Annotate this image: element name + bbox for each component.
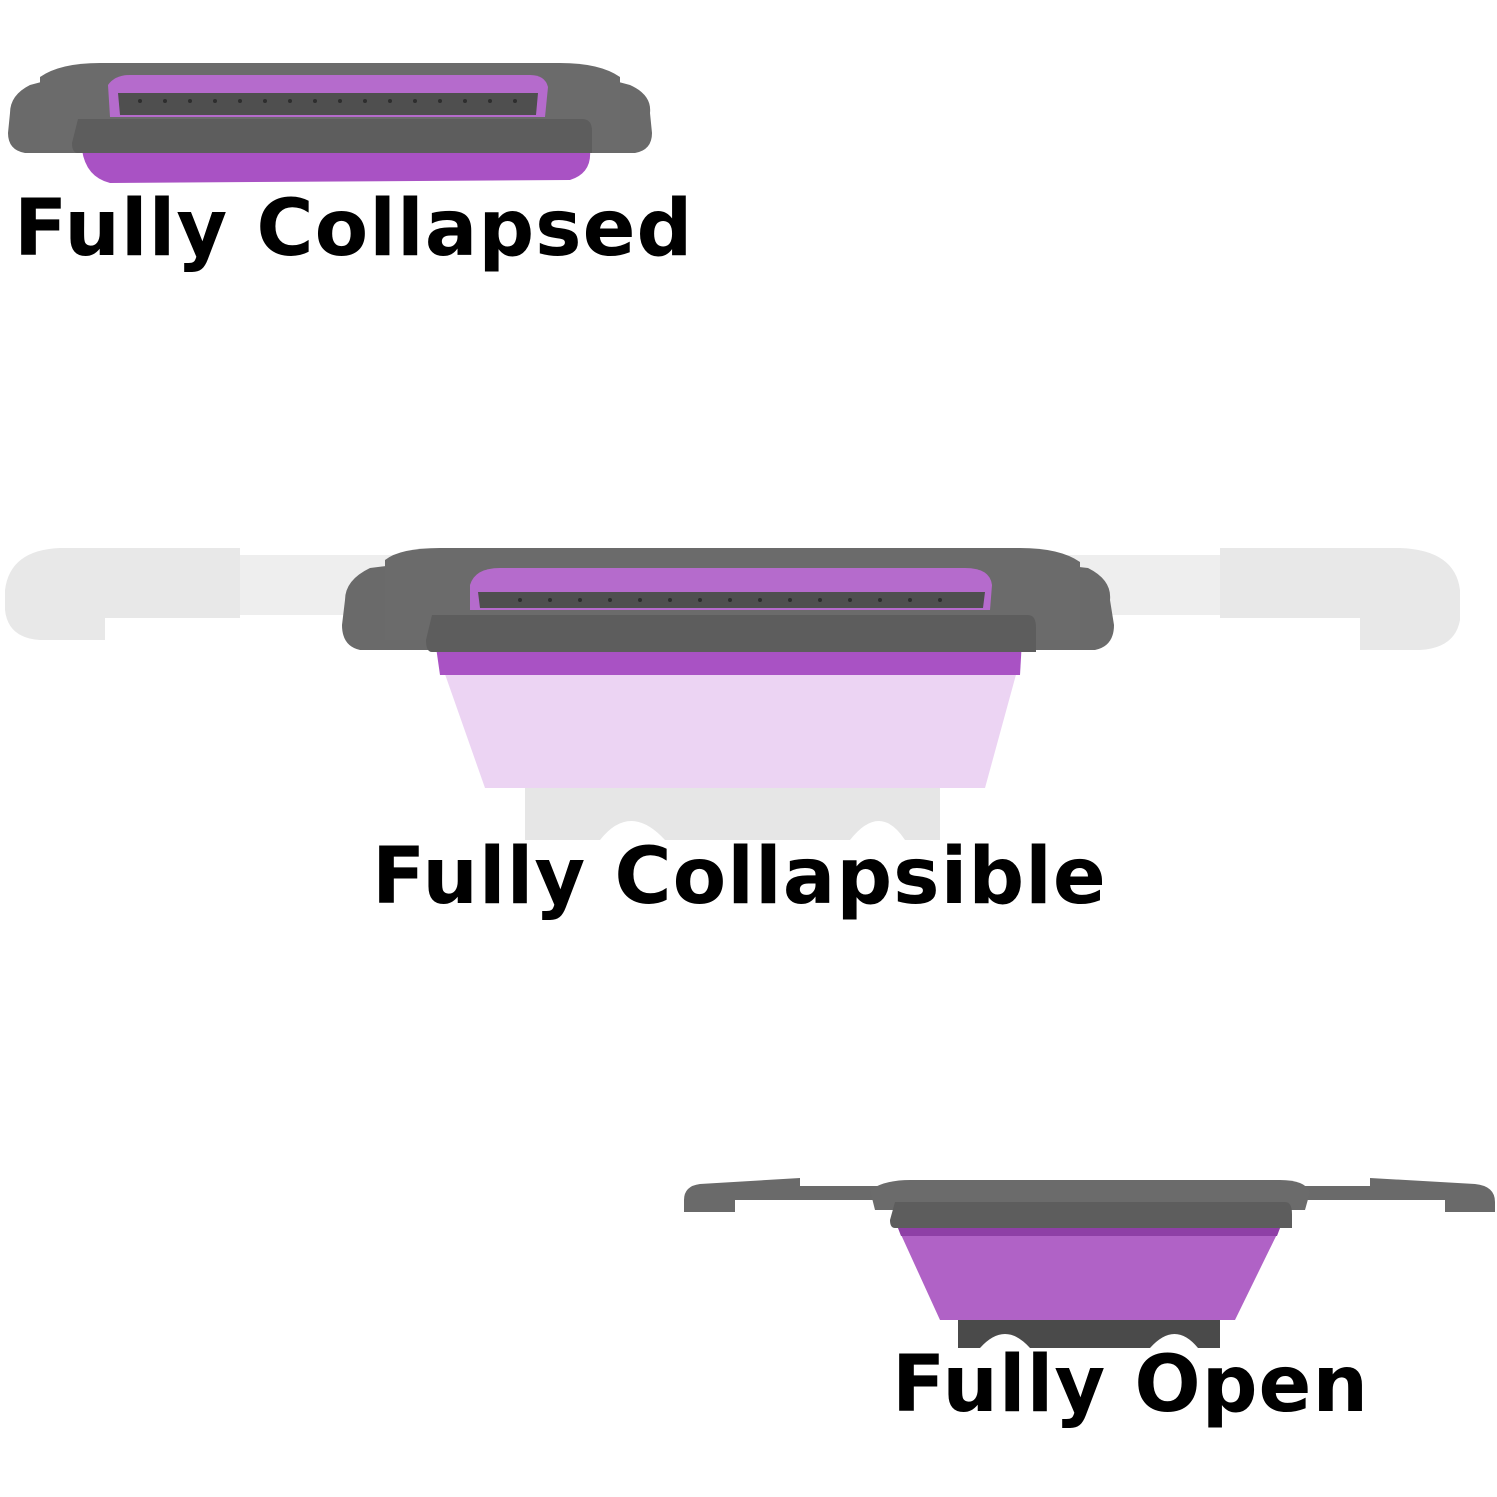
silicone-body-shade: [898, 1228, 1280, 1236]
front-rim: [426, 615, 1036, 652]
left-bar: [740, 1190, 880, 1200]
caption-fully-open: Fully Open: [892, 1340, 1369, 1430]
caption-fully-collapsed: Fully Collapsed: [14, 184, 694, 274]
base-foot: [958, 1320, 1220, 1348]
drain-holes: [518, 598, 942, 602]
drain-holes: [138, 99, 517, 103]
inner-basin-bottom: [118, 93, 538, 115]
colander-collapsed-image: [8, 63, 652, 183]
ghost-body: [440, 660, 1020, 788]
silicone-base: [82, 150, 591, 183]
silicone-body: [898, 1228, 1280, 1320]
ghost-left-handle: [5, 548, 240, 640]
front-rim: [72, 119, 592, 153]
caption-fully-collapsible: Fully Collapsible: [372, 832, 1107, 922]
front-rim: [890, 1202, 1292, 1228]
colander-collapsible-image: [5, 548, 1460, 840]
colander-open-image: [684, 1178, 1495, 1348]
ghost-right-handle: [1220, 548, 1460, 650]
ghost-foot: [525, 788, 940, 840]
right-bar: [1300, 1190, 1440, 1200]
